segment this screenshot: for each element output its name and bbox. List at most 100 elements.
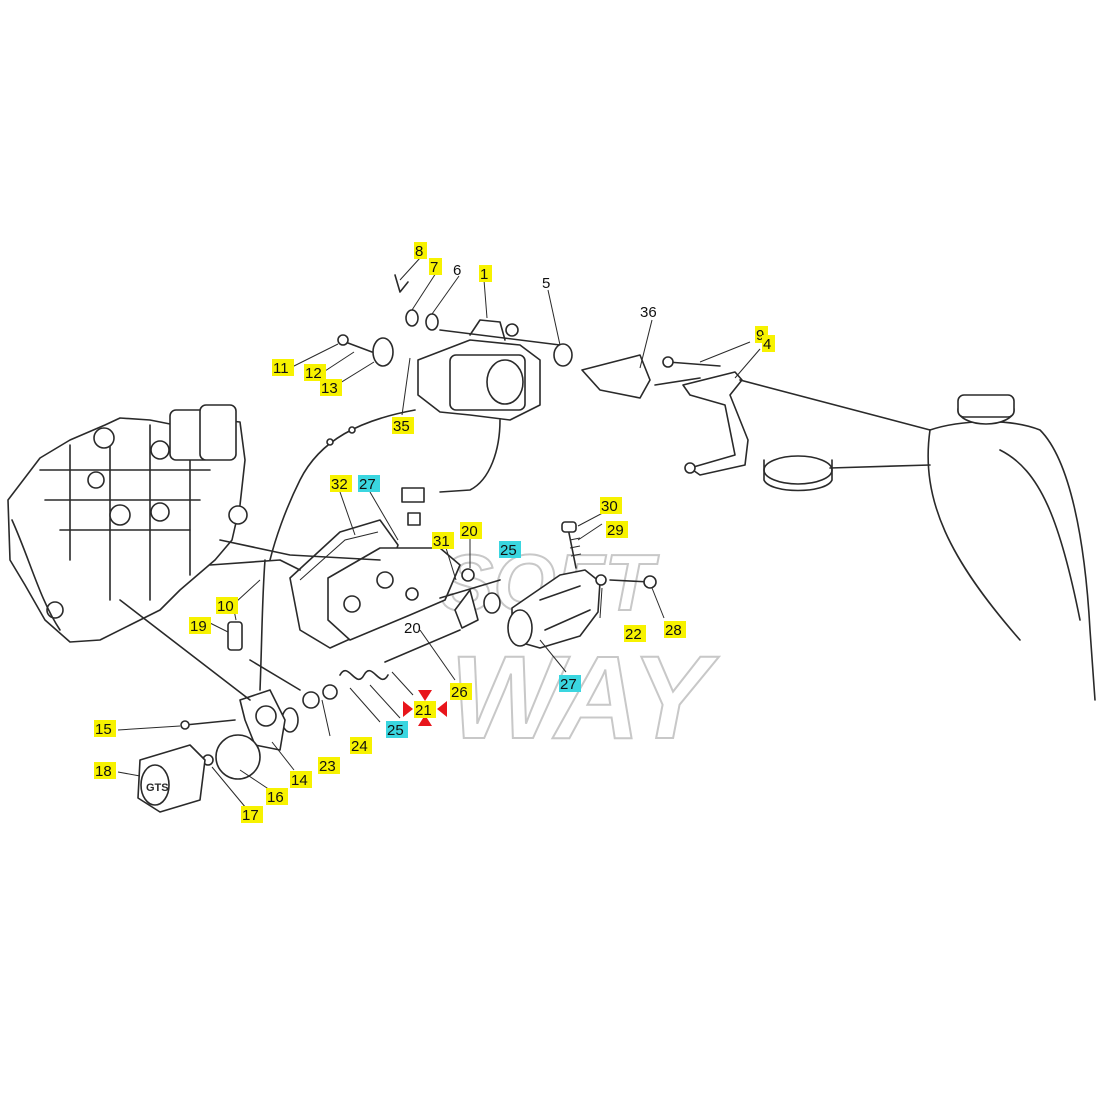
callout-4-text: 4: [763, 336, 771, 353]
callout-29-text: 29: [607, 522, 624, 539]
bracket-and-lever: [553, 343, 931, 476]
callout-27-top: 27: [358, 475, 380, 493]
oil-tank: [763, 394, 1096, 701]
callout-20-mid: 20: [404, 620, 421, 637]
callout-18-text: 18: [95, 763, 112, 780]
callout-highlight: [414, 242, 427, 259]
callout-29: 29: [606, 521, 628, 539]
callout-23-text: 23: [319, 758, 336, 775]
callout-7-text: 7: [430, 259, 438, 276]
callout-31-text: 31: [433, 533, 450, 550]
callout-26: 26: [450, 683, 472, 701]
callout-1-text: 1: [480, 266, 488, 283]
callout-17-text: 17: [242, 807, 259, 824]
callout-32: 32: [330, 475, 352, 493]
callout-25-top-text: 25: [500, 542, 517, 559]
callout-26-text: 26: [451, 684, 468, 701]
callout-highlight: [272, 359, 294, 376]
red-marker: [403, 690, 447, 726]
callout-25-bottom-text: 25: [387, 722, 404, 739]
callout-32-text: 32: [331, 476, 348, 493]
callout-highlight: [189, 617, 211, 634]
callout-7: 7: [429, 258, 442, 276]
callout-23: 23: [318, 757, 340, 775]
callout-16-text: 16: [267, 789, 284, 806]
callout-19-text: 19: [190, 618, 207, 635]
callout-highlight: [94, 720, 116, 737]
callout-15: 15: [94, 720, 116, 738]
callout-25-bottom: 25: [386, 721, 408, 739]
watermark: SOFT WAY: [439, 537, 720, 765]
callout-highlight: [429, 258, 442, 275]
callout-17: 17: [241, 806, 263, 824]
red-arrow-left: [403, 701, 413, 717]
callout-27-bottom-text: 27: [560, 676, 577, 693]
callout-13-text: 13: [321, 380, 338, 397]
callout-27-top-text: 27: [359, 476, 376, 493]
callout-12: 12: [304, 364, 326, 382]
callout-13: 13: [320, 379, 342, 397]
callout-highlight: [304, 364, 326, 381]
callout-11-text: 11: [273, 360, 289, 377]
callout-highlight: [600, 497, 622, 514]
callout-highlight: [350, 737, 372, 754]
callout-highlight: [392, 417, 414, 434]
callout-1: 1: [479, 265, 492, 283]
cable-and-arm: [119, 559, 301, 780]
callout-20-top: 20: [460, 522, 482, 540]
callout-21-text: 21: [415, 702, 432, 719]
callout-16: 16: [266, 788, 288, 806]
callout-12-text: 12: [305, 365, 322, 382]
callout-highlight: [432, 532, 454, 549]
callout-21: 21: [414, 701, 436, 719]
callout-10-text: 10: [217, 598, 234, 615]
callout-28-text: 28: [665, 622, 682, 639]
callout-4: 4: [762, 335, 775, 353]
callout-highlight: [499, 541, 521, 558]
red-arrow-right: [437, 701, 447, 717]
callout-highlight: [414, 701, 436, 718]
callout-22: 22: [624, 625, 646, 643]
callout-highlight: [559, 675, 581, 692]
red-arrow-top: [418, 690, 432, 701]
piston-housing: [507, 521, 657, 649]
callout-24: 24: [350, 737, 372, 755]
servo-assembly: [269, 274, 561, 561]
gts-stamp: GTS: [146, 782, 169, 794]
red-arrow-bot: [418, 715, 432, 726]
callout-5: 5: [542, 275, 550, 292]
callout-highlight: [386, 721, 408, 738]
callout-14-text: 14: [291, 772, 308, 789]
callout-36-text: 36: [640, 304, 657, 321]
callout-24-text: 24: [351, 738, 368, 755]
callout-highlight: [606, 521, 628, 538]
callout-highlight: [664, 621, 686, 638]
leader-lines: [117, 257, 761, 809]
callout-36: 36: [640, 304, 657, 321]
callout-highlight: [479, 265, 492, 282]
callout-highlight: [330, 475, 352, 492]
callout-20-mid-text: 20: [404, 620, 421, 637]
callout-labels: 8 7 6 1 5 36 9 4 11 12 13 35 32 27 30 29…: [94, 242, 775, 824]
callout-highlight: [290, 771, 312, 788]
callout-6-text: 6: [453, 262, 461, 279]
callout-27-bottom: 27: [559, 675, 581, 693]
spindle-and-spring: [281, 568, 501, 733]
callout-highlight: [241, 806, 263, 823]
callout-highlight: [460, 522, 482, 539]
callout-35: 35: [392, 417, 414, 435]
callout-9-text: 9: [756, 327, 764, 344]
callout-5-text: 5: [542, 275, 550, 292]
callout-highlight: [266, 788, 288, 805]
callout-11: 11: [272, 359, 294, 377]
callout-10: 10: [216, 597, 238, 615]
callout-highlight: [318, 757, 340, 774]
watermark-line2: WAY: [450, 632, 719, 764]
callout-highlight: [624, 625, 646, 642]
callout-22-text: 22: [625, 626, 642, 643]
callout-highlight: [216, 597, 238, 614]
callout-highlight: [94, 762, 116, 779]
callout-35-text: 35: [393, 418, 410, 435]
